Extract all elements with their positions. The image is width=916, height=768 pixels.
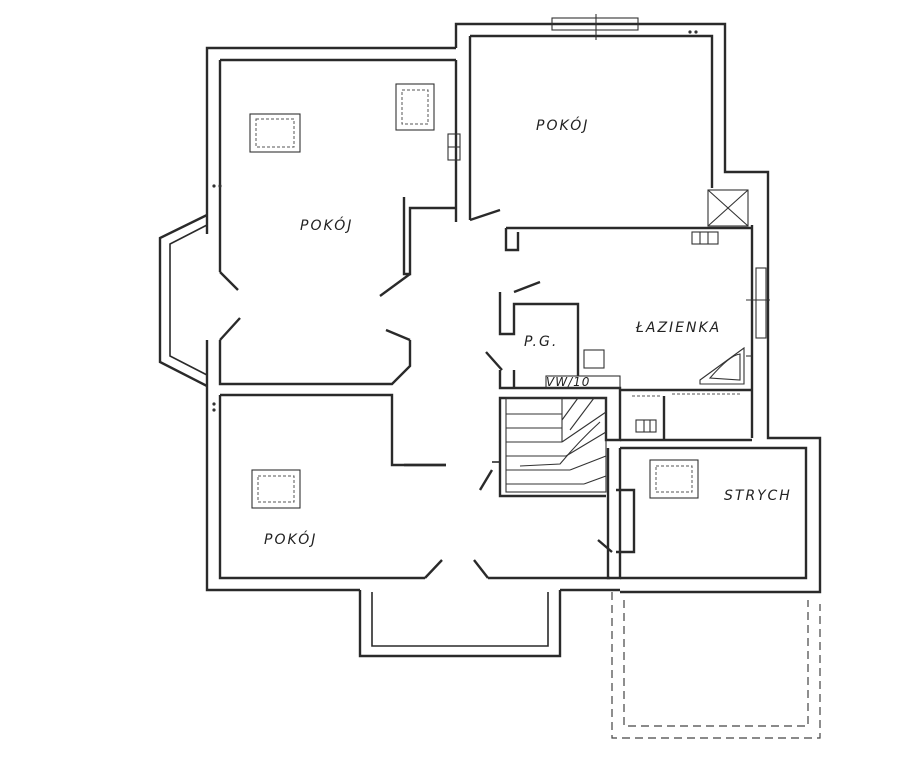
room-label-pokoj-right: POKÓJ — [536, 116, 589, 134]
balcony-bottom — [358, 590, 562, 658]
terrace-dashed — [611, 592, 821, 739]
room-label-strych: STRYCH — [724, 488, 792, 504]
room-labels: POKÓJ POKÓJ POKÓJ ŁAZIENKA P.G. STRYCH V… — [264, 116, 792, 548]
fixture-label-sink: VW/10 — [546, 375, 590, 389]
room-label-pokoj-bottom: POKÓJ — [264, 530, 317, 548]
staircase — [505, 397, 607, 493]
room-label-pg: P.G. — [524, 334, 558, 350]
bath-fixtures — [545, 231, 752, 433]
room-label-pokoj-left: POKÓJ — [300, 216, 353, 234]
outer-walls — [158, 22, 822, 594]
skylights — [249, 83, 699, 509]
room-label-lazienka: ŁAZIENKA — [635, 320, 721, 336]
interior-walls — [218, 197, 752, 580]
wall-dots — [212, 30, 698, 412]
windows — [447, 14, 770, 339]
